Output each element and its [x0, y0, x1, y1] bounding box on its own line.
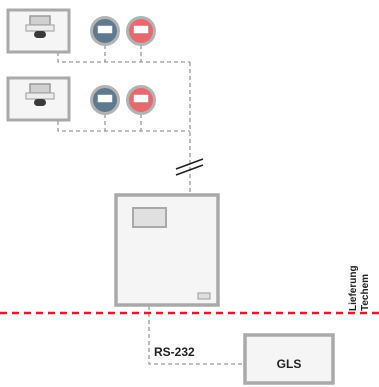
controller-cabinet-icon	[114, 193, 220, 307]
wire-top-sensor-1	[57, 52, 190, 63]
wall-sensor-icon	[6, 76, 71, 122]
sensor-knob-bottom	[34, 99, 46, 106]
blue-meter-icon	[90, 85, 120, 115]
boundary-label-line1: Lieferung	[348, 265, 359, 311]
sensor-housing-top	[6, 8, 71, 54]
gls-label: GLS	[277, 357, 302, 371]
sensor-cap-bottom	[29, 83, 51, 94]
blue-meter-icon	[90, 16, 120, 46]
wire-rs232	[148, 306, 245, 365]
controller-display	[132, 207, 167, 228]
controller-led	[197, 292, 211, 300]
line-break-icon	[175, 158, 204, 176]
connection-label: RS-232	[154, 345, 195, 359]
gls-unit: GLS	[243, 333, 335, 385]
gls-box	[243, 333, 335, 385]
red-meter-icon	[126, 85, 156, 115]
sensor-cap-top	[29, 15, 51, 26]
sensor-knob-top	[34, 31, 46, 38]
boundary-label: Lieferung Techem	[348, 265, 371, 311]
boundary-label-line2: Techem	[360, 274, 371, 311]
sensor-plate-top	[25, 24, 55, 32]
wall-sensor-icon	[6, 8, 71, 54]
red-meter-icon	[126, 16, 156, 46]
wire-bottom-sensor-2	[57, 121, 190, 132]
wiring	[57, 45, 245, 365]
sensor-plate-bottom	[25, 92, 55, 100]
